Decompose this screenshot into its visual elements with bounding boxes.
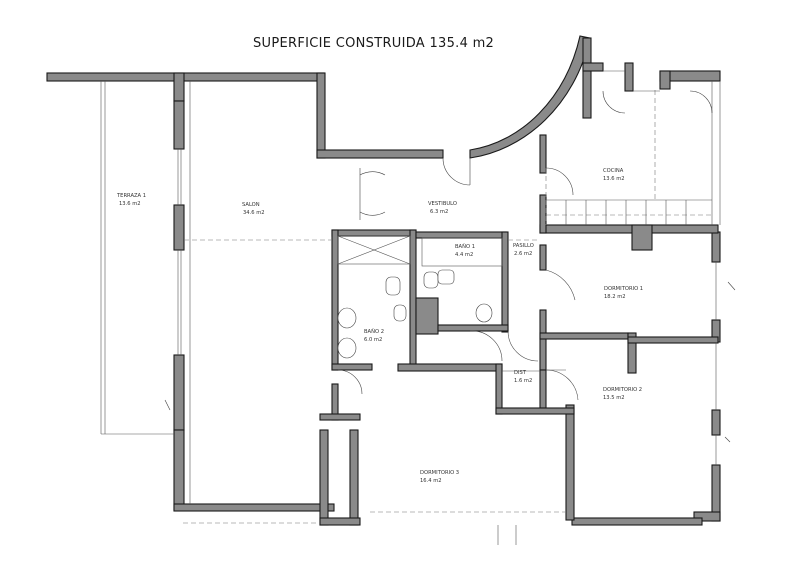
wall-top-left xyxy=(46,72,325,82)
wall-bano2-left xyxy=(331,229,339,371)
label-cocina-area: 13.6 m2 xyxy=(603,176,625,182)
wall-salon-left-4 xyxy=(173,429,185,511)
wall-dist-left xyxy=(495,363,503,415)
wall-right-corner xyxy=(693,511,721,522)
wall-vestibulo-top xyxy=(316,149,444,159)
label-salon-area: 34.6 m2 xyxy=(243,210,265,216)
room-labels: TERRAZA 1 13.6 m2 SALON 34.6 m2 VESTIBUL… xyxy=(116,168,643,484)
toilet-icon-2 xyxy=(423,271,439,289)
label-salon-name: SALON xyxy=(242,202,260,208)
wall-dorm2-left-lower xyxy=(565,404,575,521)
wall-dorm1-left-2 xyxy=(539,309,547,371)
label-bano2-area: 6.0 m2 xyxy=(364,337,382,343)
label-dormitorio1-name: DORMITORIO 1 xyxy=(604,286,643,292)
wall-kitchen-left xyxy=(582,37,592,119)
label-pasillo-area: 2.6 m2 xyxy=(514,251,532,257)
label-dormitorio1-area: 18.2 m2 xyxy=(604,294,626,300)
wall-dorm1-bottom-a xyxy=(539,332,629,340)
wall-dorm1-bottom-b xyxy=(627,336,719,344)
wall-bano1-right xyxy=(501,231,509,333)
plan-title: SUPERFICIE CONSTRUIDA 135.4 m2 xyxy=(253,36,494,51)
label-bano1-area: 4.4 m2 xyxy=(455,252,473,258)
sink-icon xyxy=(337,307,357,329)
wall-bano2-top xyxy=(331,229,417,237)
label-dormitorio2-area: 13.5 m2 xyxy=(603,395,625,401)
wall-bottom-left xyxy=(173,503,335,512)
wall-curve xyxy=(469,35,591,159)
wall-kitchen-col-b xyxy=(659,70,671,90)
toilet-icon xyxy=(385,276,401,296)
wall-kitchen-bottom xyxy=(539,224,719,234)
wall-bano1-top xyxy=(415,231,507,239)
wall-salon-step xyxy=(316,72,326,159)
wall-kitchen-divider-2 xyxy=(539,194,547,234)
wall-kitchen-col xyxy=(624,62,634,92)
bidet-icon-2 xyxy=(437,269,455,285)
label-vestibulo-name: VESTIBULO xyxy=(428,201,457,207)
wall-bano1-shaft xyxy=(415,297,439,335)
wall-dist-bottom xyxy=(495,407,575,415)
label-terraza-area: 13.6 m2 xyxy=(119,201,141,207)
wall-bano2-right xyxy=(409,229,417,371)
walls xyxy=(46,35,721,526)
wall-column xyxy=(173,72,185,102)
wall-dorm1-step xyxy=(627,332,637,374)
label-dormitorio3-area: 16.4 m2 xyxy=(420,478,442,484)
wall-right-3 xyxy=(711,409,721,436)
wall-dorm3-bottom-a xyxy=(319,517,361,526)
label-cocina-name: COCINA xyxy=(603,168,624,174)
wall-salon-left-3 xyxy=(173,354,185,431)
wall-dorm2-left xyxy=(539,369,547,409)
wall-kitchen-pillar xyxy=(631,224,653,251)
label-terraza-name: TERRAZA 1 xyxy=(116,193,146,199)
label-dist-name: DIST xyxy=(514,370,527,376)
wall-dorm3-top xyxy=(319,413,361,421)
label-bano2-name: BAÑO 2 xyxy=(364,328,384,335)
wall-bano2-bottom xyxy=(331,363,373,371)
thin-lines xyxy=(100,70,721,545)
label-dist-area: 1.6 m2 xyxy=(514,378,532,384)
label-pasillo-name: PASILLO xyxy=(513,243,534,249)
wall-dorm1-left-1 xyxy=(539,244,547,271)
wall-kitchen-divider-1 xyxy=(539,134,547,174)
wall-bottom-right xyxy=(571,517,703,526)
label-dormitorio3-name: DORMITORIO 3 xyxy=(420,470,459,476)
label-dormitorio2-name: DORMITORIO 2 xyxy=(603,387,642,393)
bidet-icon xyxy=(393,304,407,322)
wall-right-1 xyxy=(711,231,721,263)
wall-dorm3-left-b xyxy=(319,429,329,526)
doors xyxy=(164,90,736,443)
wall-salon-left-1 xyxy=(173,100,185,150)
wall-dorm3-left-c xyxy=(349,429,359,526)
wall-bano1-bottom xyxy=(437,324,509,332)
fixtures xyxy=(337,200,687,359)
wall-salon-left-2 xyxy=(173,204,185,251)
sink-icon-3 xyxy=(475,303,493,323)
sink-icon-2 xyxy=(337,337,357,359)
label-bano1-name: BAÑO 1 xyxy=(455,243,475,250)
wall-kitchen-top-a xyxy=(582,62,604,72)
label-vestibulo-area: 6.3 m2 xyxy=(430,209,448,215)
wall-dist-top xyxy=(397,363,503,372)
